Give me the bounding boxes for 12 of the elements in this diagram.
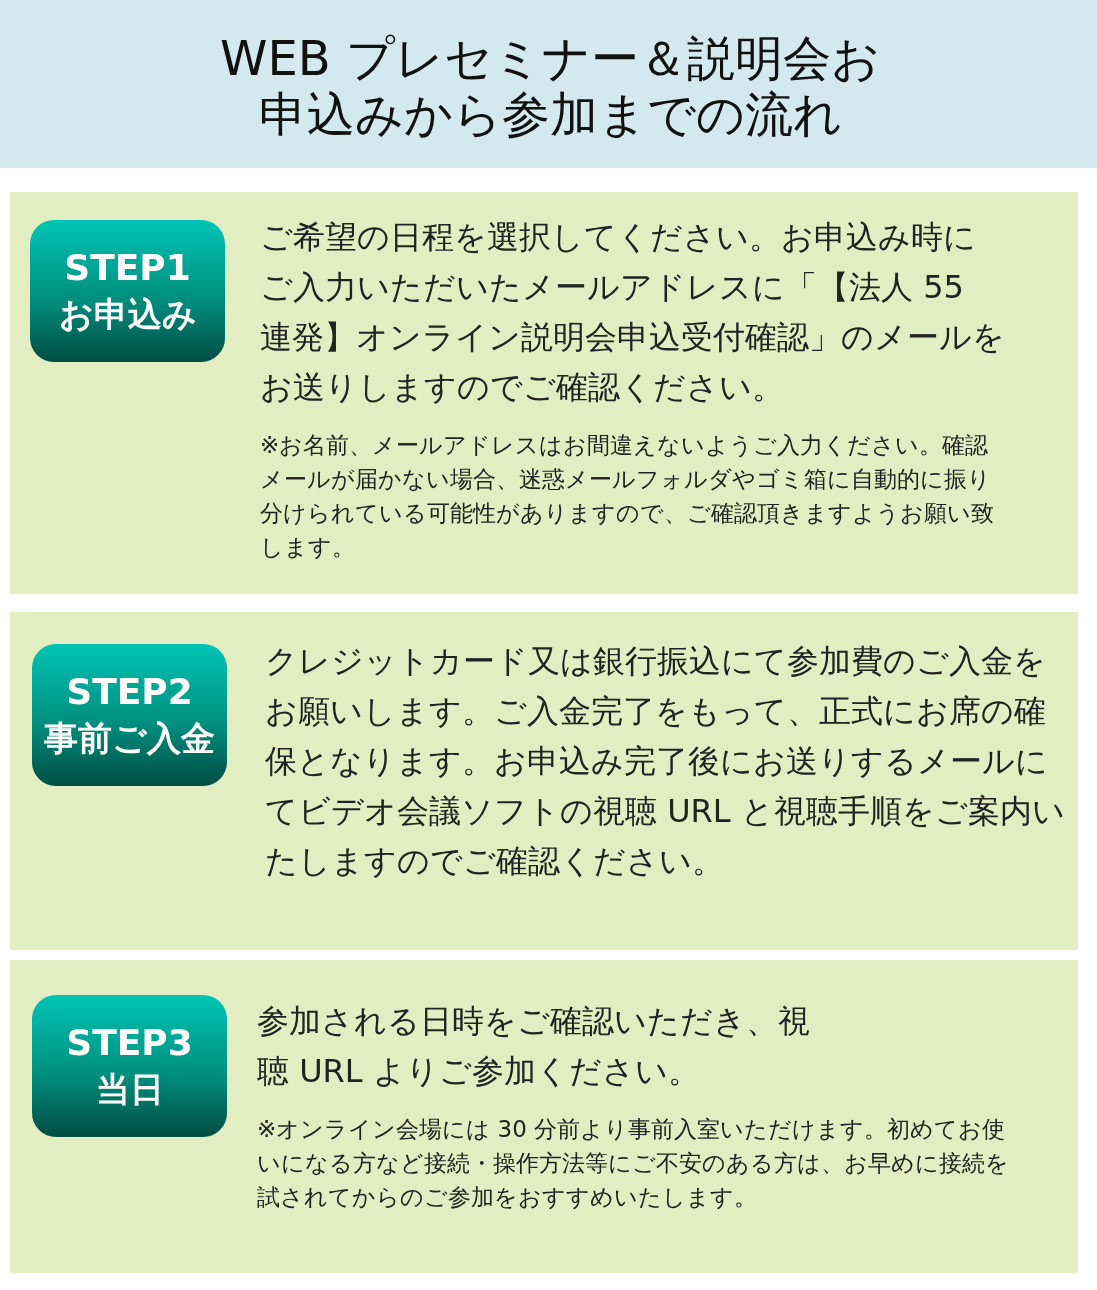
note-text: ※お名前、メールアドレスはお間違えないようご入力ください。確認メールが届かない場合、迷惑メールフォルダやゴミ箱に自動的に振り分けられている可能性がありますので、ご確認頂きますようお願い致します。 [260, 431, 995, 562]
note-text: ※オンライン会場には 30 分前より事前入室いただけます。初めてお使いになる方など接続・操作方法等にご不安のある方は、お早めに接続を試されてからのご参加をおすすめいたします。 [257, 1115, 1010, 1212]
step-badge: STEP1 お申込み [30, 220, 225, 362]
step-description: ご希望の日程を選択してください。お申込み時にご入力いただいたメールアドレスに「【法人 55 連発】オンライン説明会申込受付確認」のメールをお送りしますのでご確認ください。 [260, 217, 1005, 408]
step-badge: STEP2 事前ご入金 [32, 644, 227, 786]
step-panel [10, 192, 1078, 594]
title: WEB プレセミナー＆説明会お申込みから参加までの流れ [219, 30, 881, 142]
step-panel [10, 960, 1078, 1273]
step-description: クレジットカード又は銀行振込にて参加費のご入金をお願いします。ご入金完了をもって、正式にお席の確保となります。お申込み完了後にお送りするメールにてビデオ会議ソフトの視聴 URL と視聴手順をご案内いたしますのでご確認ください。 [265, 641, 1065, 882]
step-panel [10, 612, 1078, 950]
step-description: 参加される日時をご確認いただき、視聴 URL よりご参加ください。 [257, 1001, 811, 1092]
step-badge: STEP3 当日 [32, 995, 227, 1137]
